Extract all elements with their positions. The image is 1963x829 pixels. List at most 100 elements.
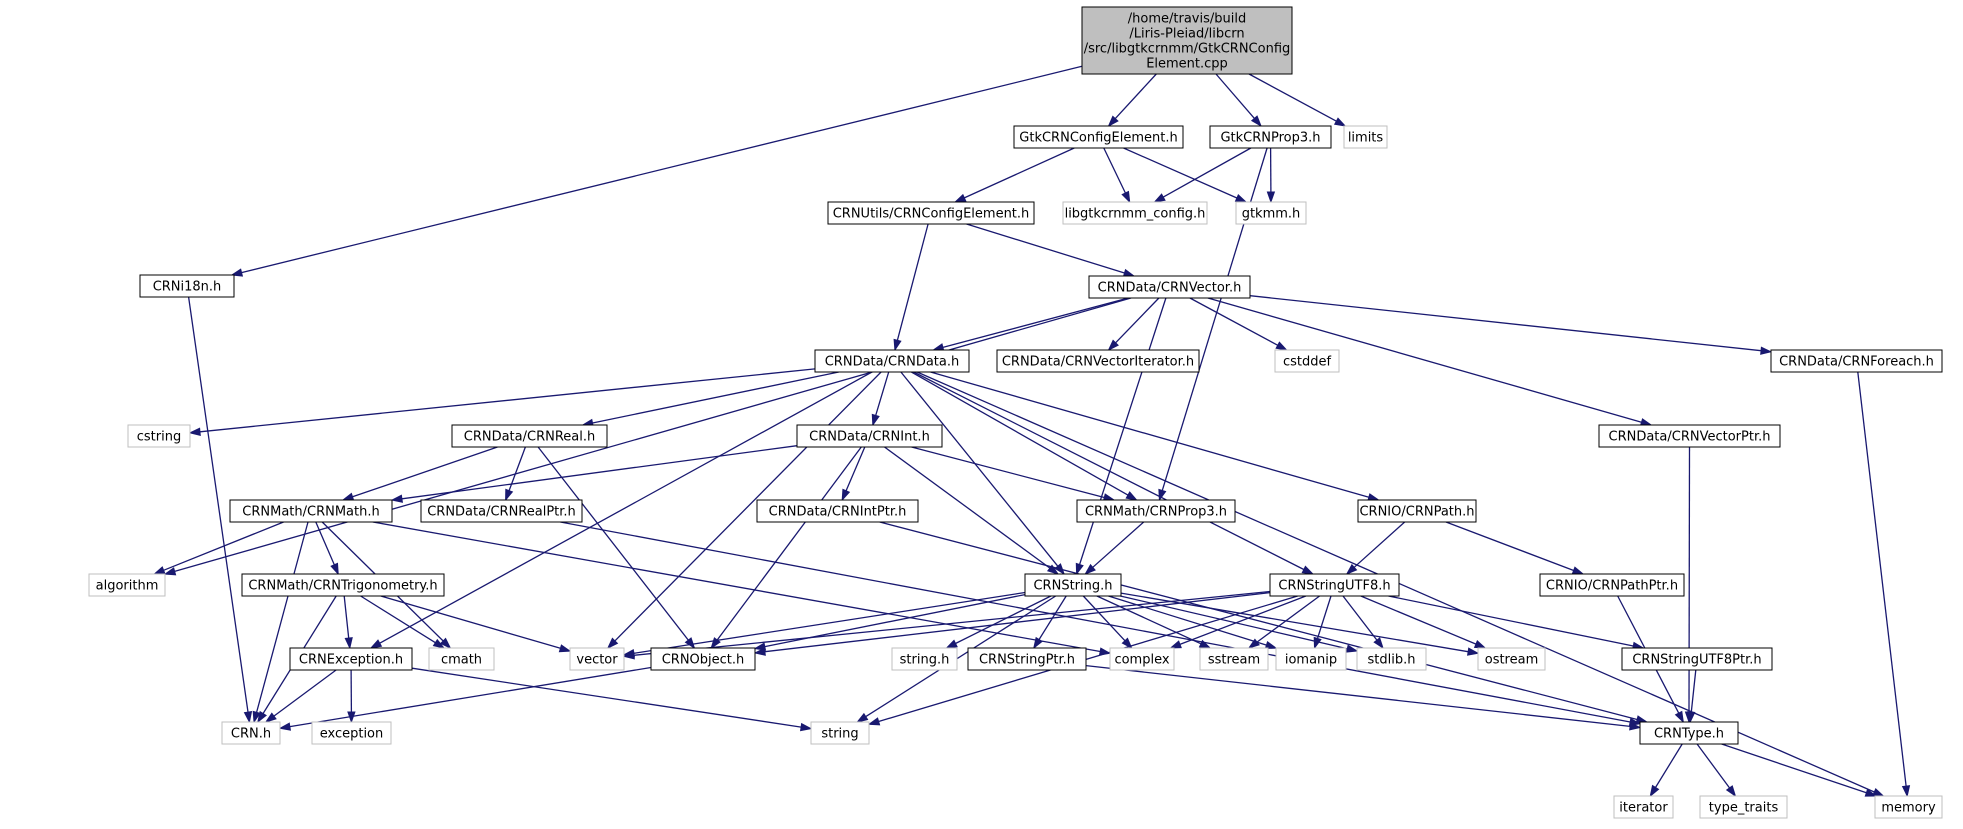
node-type[interactable]: CRNType.h [1639,721,1739,745]
edge-data-to-string [900,371,1066,576]
node-complex: complex [1109,647,1175,671]
node-utf8ptr[interactable]: CRNStringUTF8Ptr.h [1621,647,1773,671]
node-strptr[interactable]: CRNStringPtr.h [967,647,1087,671]
edge-vec-to-vecptr [1207,297,1653,427]
edge-path-to-pathptr [1445,521,1585,575]
node-label: CRNData/CRNForeach.h [1779,355,1934,370]
edge-data-to-cstring [188,368,816,436]
node-label: CRNData/CRNIntPtr.h [769,505,907,520]
node-algorithm: algorithm [88,573,166,597]
node-label: CRNMath/CRNMath.h [242,505,379,520]
edge-object-to-crn [278,666,652,731]
edge-root-to-gp3 [1215,73,1262,128]
edge-foreach-to-memory [1857,371,1911,798]
node-exc[interactable]: CRNException.h [289,647,413,671]
edge-utf8-to-stdlib [1342,595,1384,650]
node-int[interactable]: CRNData/CRNInt.h [796,424,943,448]
edge-vec-to-data [931,297,1129,352]
edge-root-to-i18n [230,65,1083,277]
node-data[interactable]: CRNData/CRNData.h [814,349,970,373]
node-utf8[interactable]: CRNStringUTF8.h [1269,573,1400,597]
node-label: cstring [137,430,181,445]
edge-vec-to-algorithm [163,297,1132,576]
edge-gce-to-libcfg [1103,147,1131,204]
node-real[interactable]: CRNData/CRNReal.h [451,424,608,448]
node-label: cmath [441,653,482,668]
node-intptr[interactable]: CRNData/CRNIntPtr.h [756,499,919,523]
edge-string-to-strptr [1033,595,1067,650]
node-stringh: string.h [891,647,958,671]
node-prop3[interactable]: CRNMath/CRNProp3.h [1076,499,1236,523]
edge-math-to-algorithm [153,521,284,575]
edge-exc-to-stdstring [411,667,813,732]
node-exception: exception [311,721,392,745]
node-pathptr[interactable]: CRNIO/CRNPathPtr.h [1539,573,1685,597]
node-memory: memory [1874,795,1943,819]
node-label: CRNData/CRNRealPtr.h [427,505,576,520]
edge-int-to-intptr [841,446,866,502]
node-vector: vector [569,647,625,671]
edge-gp3-to-prop3 [1158,147,1268,502]
edge-real-to-math [341,446,498,501]
node-trig[interactable]: CRNMath/CRNTrigonometry.h [241,573,445,597]
node-label: algorithm [96,579,159,594]
node-label: CRNType.h [1654,727,1724,742]
edge-utf8-to-object [753,591,1271,656]
node-label: exception [320,727,384,742]
node-label: sstream [1208,653,1260,668]
node-string[interactable]: CRNString.h [1024,573,1122,597]
edge-int-to-string [884,446,1060,575]
node-label: CRNData/CRNVectorPtr.h [1609,430,1771,445]
edge-vecptr-to-type [1684,446,1694,724]
node-libcfg: libgtkcrnmm_config.h [1062,201,1208,225]
edge-vec-to-veciter [1107,297,1160,352]
edge-data-to-exc [369,371,873,649]
node-i18n[interactable]: CRNi18n.h [139,274,235,298]
node-crn: CRN.h [221,721,281,745]
node-label: /Liris-Pleiad/libcrn [1129,27,1244,42]
edge-string-to-complex [1082,595,1133,650]
node-foreach[interactable]: CRNData/CRNForeach.h [1770,349,1943,373]
node-object[interactable]: CRNObject.h [650,647,756,671]
node-label: GtkCRNConfigElement.h [1019,131,1177,146]
node-label: ostream [1485,653,1539,668]
node-gp3[interactable]: GtkCRNProp3.h [1209,125,1332,149]
node-label: complex [1114,653,1169,668]
edge-vec-to-cstddef [1189,297,1288,351]
node-sstream: sstream [1199,647,1269,671]
edge-trig-to-vector [380,595,572,653]
node-label: cstddef [1283,355,1332,370]
edge-int-to-object [710,446,862,650]
node-label: CRNMath/CRNTrigonometry.h [248,579,437,594]
node-label: stdlib.h [1368,653,1416,668]
node-label: /src/libgtkcrnmm/GtkCRNConfig [1084,42,1291,57]
node-path[interactable]: CRNIO/CRNPath.h [1357,499,1477,523]
node-gce[interactable]: GtkCRNConfigElement.h [1013,125,1184,149]
node-veciter[interactable]: CRNData/CRNVectorIterator.h [996,349,1200,373]
node-cstring: cstring [127,424,191,448]
node-label: libgtkcrnmm_config.h [1065,207,1206,222]
edge-root-to-gce [1107,73,1157,128]
edge-data-to-path [930,371,1380,502]
edge-strptr-to-type [1085,664,1642,731]
edge-cfg-to-vec [966,223,1136,277]
node-realptr[interactable]: CRNData/CRNRealPtr.h [420,499,583,523]
node-vec[interactable]: CRNData/CRNVector.h [1088,275,1251,299]
node-root[interactable]: /home/travis/build/Liris-Pleiad/libcrn/s… [1081,6,1293,75]
node-label: type_traits [1709,801,1779,816]
node-label: CRNData/CRNData.h [825,355,960,370]
node-label: CRNException.h [299,653,403,668]
edge-math-to-complex [372,521,1112,656]
node-label: CRNData/CRNVectorIterator.h [1002,355,1194,370]
node-iterator: iterator [1613,795,1674,819]
node-stdlib: stdlib.h [1356,647,1427,671]
node-limits: limits [1343,125,1388,149]
node-math[interactable]: CRNMath/CRNMath.h [229,499,393,523]
node-vecptr[interactable]: CRNData/CRNVectorPtr.h [1598,424,1781,448]
node-cfg[interactable]: CRNUtils/CRNConfigElement.h [827,201,1035,225]
edge-type-to-memory [1721,743,1878,797]
node-iomanip: iomanip [1275,647,1347,671]
edge-gp3-to-gtkmm [1266,147,1276,204]
edge-intptr-to-type [879,521,1649,724]
